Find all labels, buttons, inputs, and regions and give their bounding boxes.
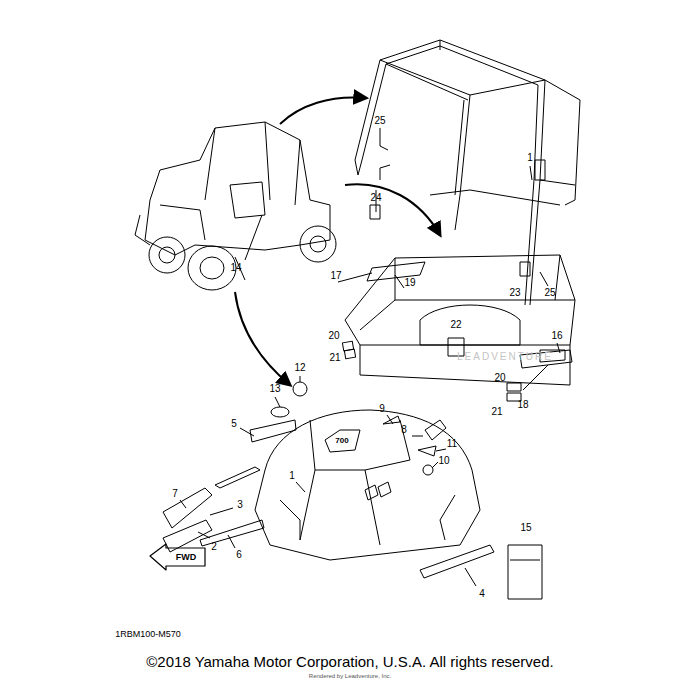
watermark: LEADVENTURE: [457, 352, 553, 362]
callout-number: 16: [551, 331, 562, 341]
callout-number: 23: [509, 288, 520, 298]
callout-number: 15: [520, 523, 531, 533]
callout-number: 5: [231, 419, 237, 429]
callout-number: 8: [401, 425, 407, 435]
callout-number: 4: [479, 589, 485, 599]
callout-number: 7: [172, 489, 178, 499]
callout-number: 17: [330, 271, 341, 281]
callout-number: 11: [447, 439, 457, 449]
callout-number: 20: [328, 331, 339, 341]
callout-number: 1: [289, 471, 295, 481]
direction-label: FWD: [176, 553, 197, 562]
part-code: 1RBM100-M570: [115, 630, 181, 639]
callout-number: 18: [517, 400, 528, 410]
callout-number: 14: [230, 263, 241, 273]
callout-number: 12: [294, 363, 305, 373]
callout-number: 9: [379, 404, 385, 414]
callout-number: 24: [370, 193, 381, 203]
render-credit: Rendered by Leadventure, Inc.: [309, 673, 391, 679]
callout-number: 1: [527, 153, 533, 163]
callout-number: 20: [494, 373, 505, 383]
callout-number: 19: [404, 278, 415, 288]
callout-number: 6: [236, 550, 242, 560]
callout-number: 2: [211, 542, 217, 552]
callout-number: 3: [237, 500, 243, 510]
callout-number: 21: [329, 353, 340, 363]
decal-text: 700: [335, 437, 348, 445]
callout-number: 22: [450, 320, 461, 330]
callout-number: 21: [491, 407, 502, 417]
copyright-caption: ©2018 Yamaha Motor Corporation, U.S.A. A…: [146, 654, 553, 669]
callout-number: 13: [269, 384, 280, 394]
callout-number: 25: [374, 116, 385, 126]
callout-number: 25: [544, 288, 555, 298]
callout-number: 10: [438, 456, 449, 466]
